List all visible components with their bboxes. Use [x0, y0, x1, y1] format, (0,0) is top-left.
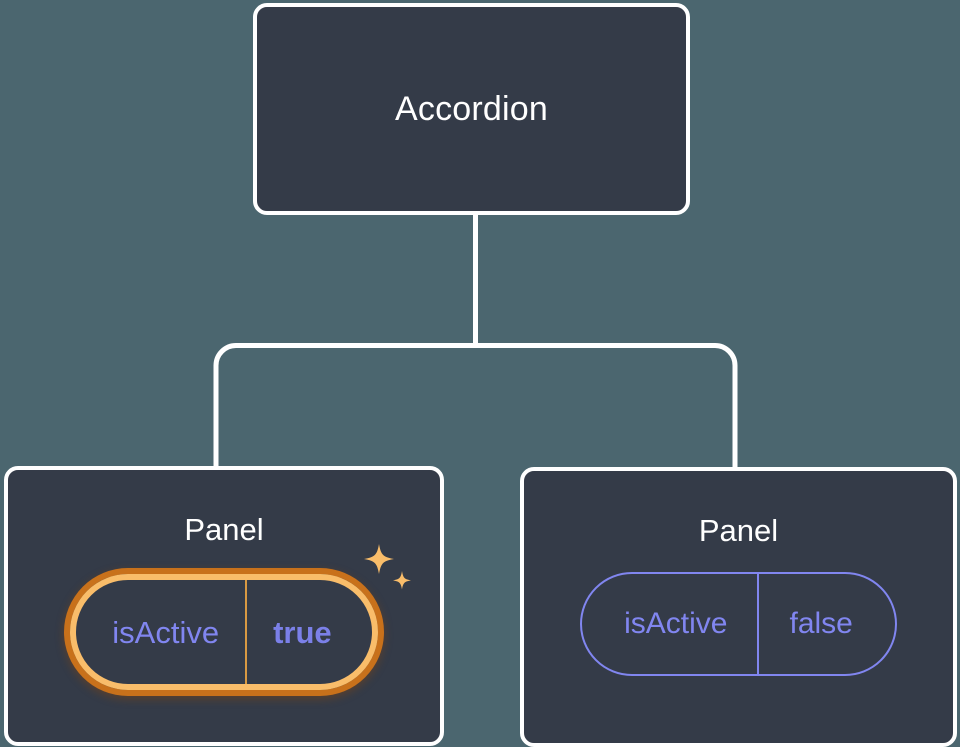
node-accordion[interactable]: Accordion: [253, 3, 690, 215]
prop-pill-wrapper-active: isActive true: [70, 544, 411, 690]
prop-key-label: isActive: [112, 614, 220, 650]
prop-value-label: false: [757, 574, 894, 674]
connector-left-branch: [213, 343, 476, 466]
sparkles-icon: [363, 544, 411, 590]
prop-pill-isactive-true[interactable]: isActive true: [70, 574, 378, 690]
node-panel-active-title: Panel: [184, 512, 264, 547]
prop-value-label: true: [245, 580, 372, 684]
prop-key-label: isActive: [624, 607, 728, 640]
node-accordion-title: Accordion: [395, 90, 548, 128]
connector-right-branch: [475, 343, 738, 467]
prop-pill-wrapper-inactive: isActive false: [580, 572, 897, 676]
node-panel-active[interactable]: Panel isActive true: [4, 466, 444, 746]
node-panel-inactive-title: Panel: [698, 513, 779, 548]
prop-pill-isactive-false[interactable]: isActive false: [580, 572, 897, 676]
node-panel-inactive[interactable]: Panel isActive false: [520, 467, 957, 747]
